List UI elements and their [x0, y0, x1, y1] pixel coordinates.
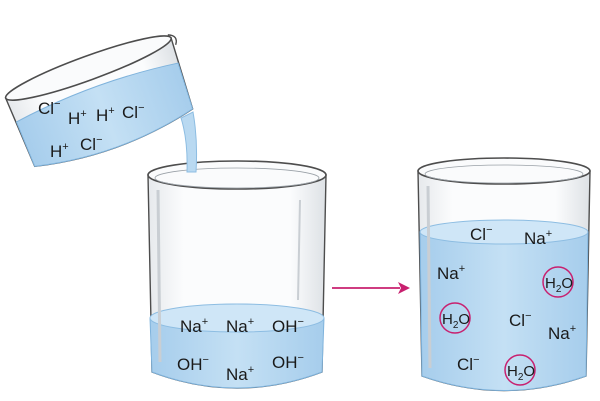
svg-text:H2O: H2O — [507, 363, 535, 383]
middle-beaker-ions: Na+ Na+ OH− OH− Na+ OH− — [177, 316, 304, 384]
middle-beaker-inner-rim — [154, 167, 320, 189]
right-beaker-liquid-surface — [419, 219, 589, 245]
ion-label: Na+ — [180, 316, 208, 336]
ion-label: Cl− — [80, 134, 103, 154]
ion-label: Cl− — [470, 224, 493, 244]
left-beaker-ions: Cl− H+ H+ Cl− H+ Cl− — [38, 98, 145, 161]
water-molecule: H2O — [504, 354, 536, 386]
ion-label: Cl− — [38, 98, 61, 118]
ion-label: Na+ — [226, 364, 254, 384]
ion-label: Na+ — [437, 263, 465, 283]
ion-label: H+ — [50, 141, 69, 161]
right-beaker-rim — [417, 157, 591, 185]
svg-text:H2O: H2O — [545, 275, 573, 295]
ion-label: OH− — [272, 316, 304, 336]
water-molecule: H2O — [439, 302, 471, 334]
water-molecule: H2O — [542, 266, 574, 298]
right-beaker-inner-rim — [424, 164, 584, 184]
svg-text:H2O: H2O — [442, 311, 470, 331]
pouring-stream — [180, 111, 198, 173]
right-beaker-ions: Cl− Na+ Na+ Cl− Na+ Cl− — [437, 224, 576, 374]
left-beaker — [4, 34, 194, 168]
ion-label: OH− — [177, 354, 209, 374]
left-beaker-rim — [4, 35, 172, 101]
ion-label: H+ — [68, 108, 87, 128]
ion-label: H+ — [96, 105, 115, 125]
ion-label: Na+ — [226, 316, 254, 336]
right-beaker-highlight — [426, 185, 432, 369]
left-beaker-liquid — [15, 62, 194, 167]
ion-label: OH− — [272, 352, 304, 372]
right-arrow-icon — [332, 282, 410, 294]
water-molecules: H2O H2O H2O — [439, 266, 574, 386]
middle-beaker-liquid-surface — [149, 303, 325, 333]
ion-label: Na+ — [524, 228, 552, 248]
left-beaker-spout — [167, 34, 177, 45]
ion-label: Cl− — [457, 354, 480, 374]
middle-beaker-highlight — [156, 189, 162, 363]
ion-label: Cl− — [122, 102, 145, 122]
middle-beaker-highlight-right — [297, 199, 301, 301]
ion-label: Cl− — [509, 310, 532, 330]
right-beaker — [417, 157, 591, 392]
ion-label: Na+ — [548, 323, 576, 343]
middle-beaker — [147, 160, 327, 389]
